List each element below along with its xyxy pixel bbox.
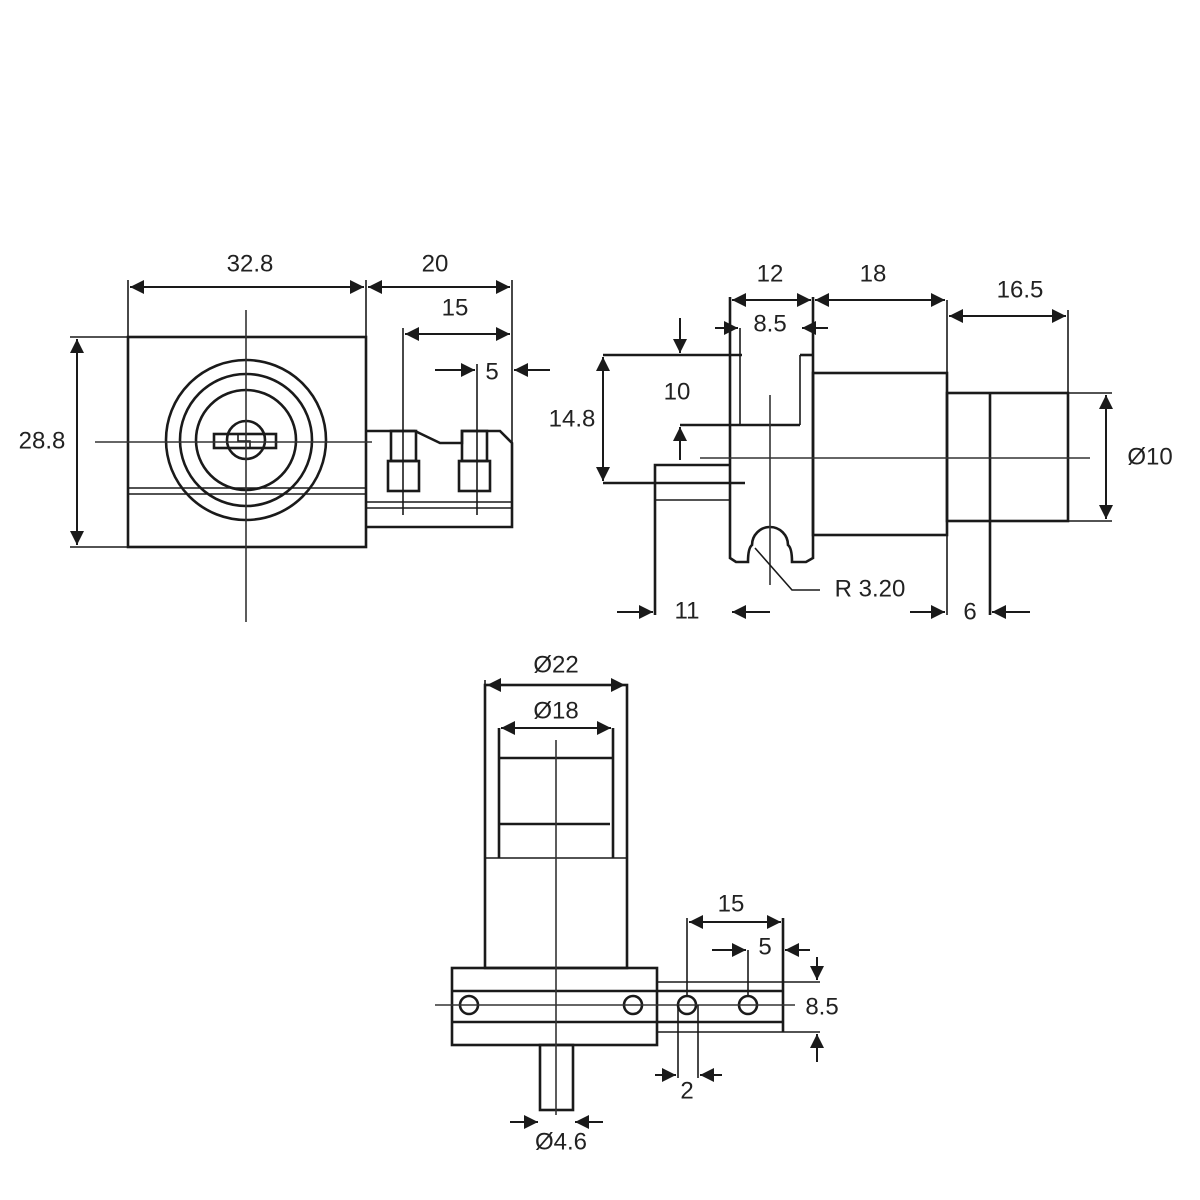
latch-tab — [653, 463, 730, 615]
dim-bracket-length-label: 20 — [422, 250, 449, 277]
dim-tab-length-label: 11 — [675, 597, 700, 624]
dim-tab-height-label: 14.8 — [549, 405, 596, 432]
front-view: 32.8 20 15 5 28.8 — [19, 250, 550, 622]
key-slot-icon — [212, 432, 278, 450]
dim-notch-radius-label: R 3.20 — [835, 575, 906, 602]
dim-body-length-label: 18 — [860, 260, 887, 287]
dim-flange-width-label: 12 — [757, 260, 784, 287]
dim-pin-span-label: 15 — [442, 294, 469, 321]
cylinder-tip — [945, 391, 1070, 523]
dim-tip-length-label: 16.5 — [997, 276, 1044, 303]
mounting-bracket — [366, 429, 514, 529]
dim-height-label: 28.8 — [19, 427, 66, 454]
dim-pin-offset-label: 5 — [485, 358, 498, 385]
dim-shaft-diameter-label: Ø4.6 — [535, 1128, 587, 1155]
dim-outer-diameter-label: Ø22 — [533, 651, 578, 678]
dim-width-label: 32.8 — [227, 250, 274, 277]
dim-shoulder-label: 6 — [963, 598, 976, 625]
base-plate — [450, 966, 659, 1047]
top-view: Ø22 Ø18 15 5 8.5 2 Ø4.6 — [435, 651, 839, 1155]
side-view: R 3.20 12 18 16.5 8.5 14.8 10 Ø10 11 6 — [549, 260, 1173, 625]
dim-pin-span-label: 15 — [718, 890, 745, 917]
dim-tip-diameter-label: Ø10 — [1127, 443, 1172, 470]
dim-tab-offset-label: 10 — [664, 378, 691, 405]
dim-inner-diameter-label: Ø18 — [533, 697, 578, 724]
dim-pin-offset-label: 5 — [758, 933, 771, 960]
cylinder-body — [811, 371, 949, 537]
dim-hole-diameter-label: 2 — [680, 1077, 693, 1104]
dim-rail-height-label: 8.5 — [805, 993, 838, 1020]
dim-slot-width-label: 8.5 — [753, 310, 786, 337]
